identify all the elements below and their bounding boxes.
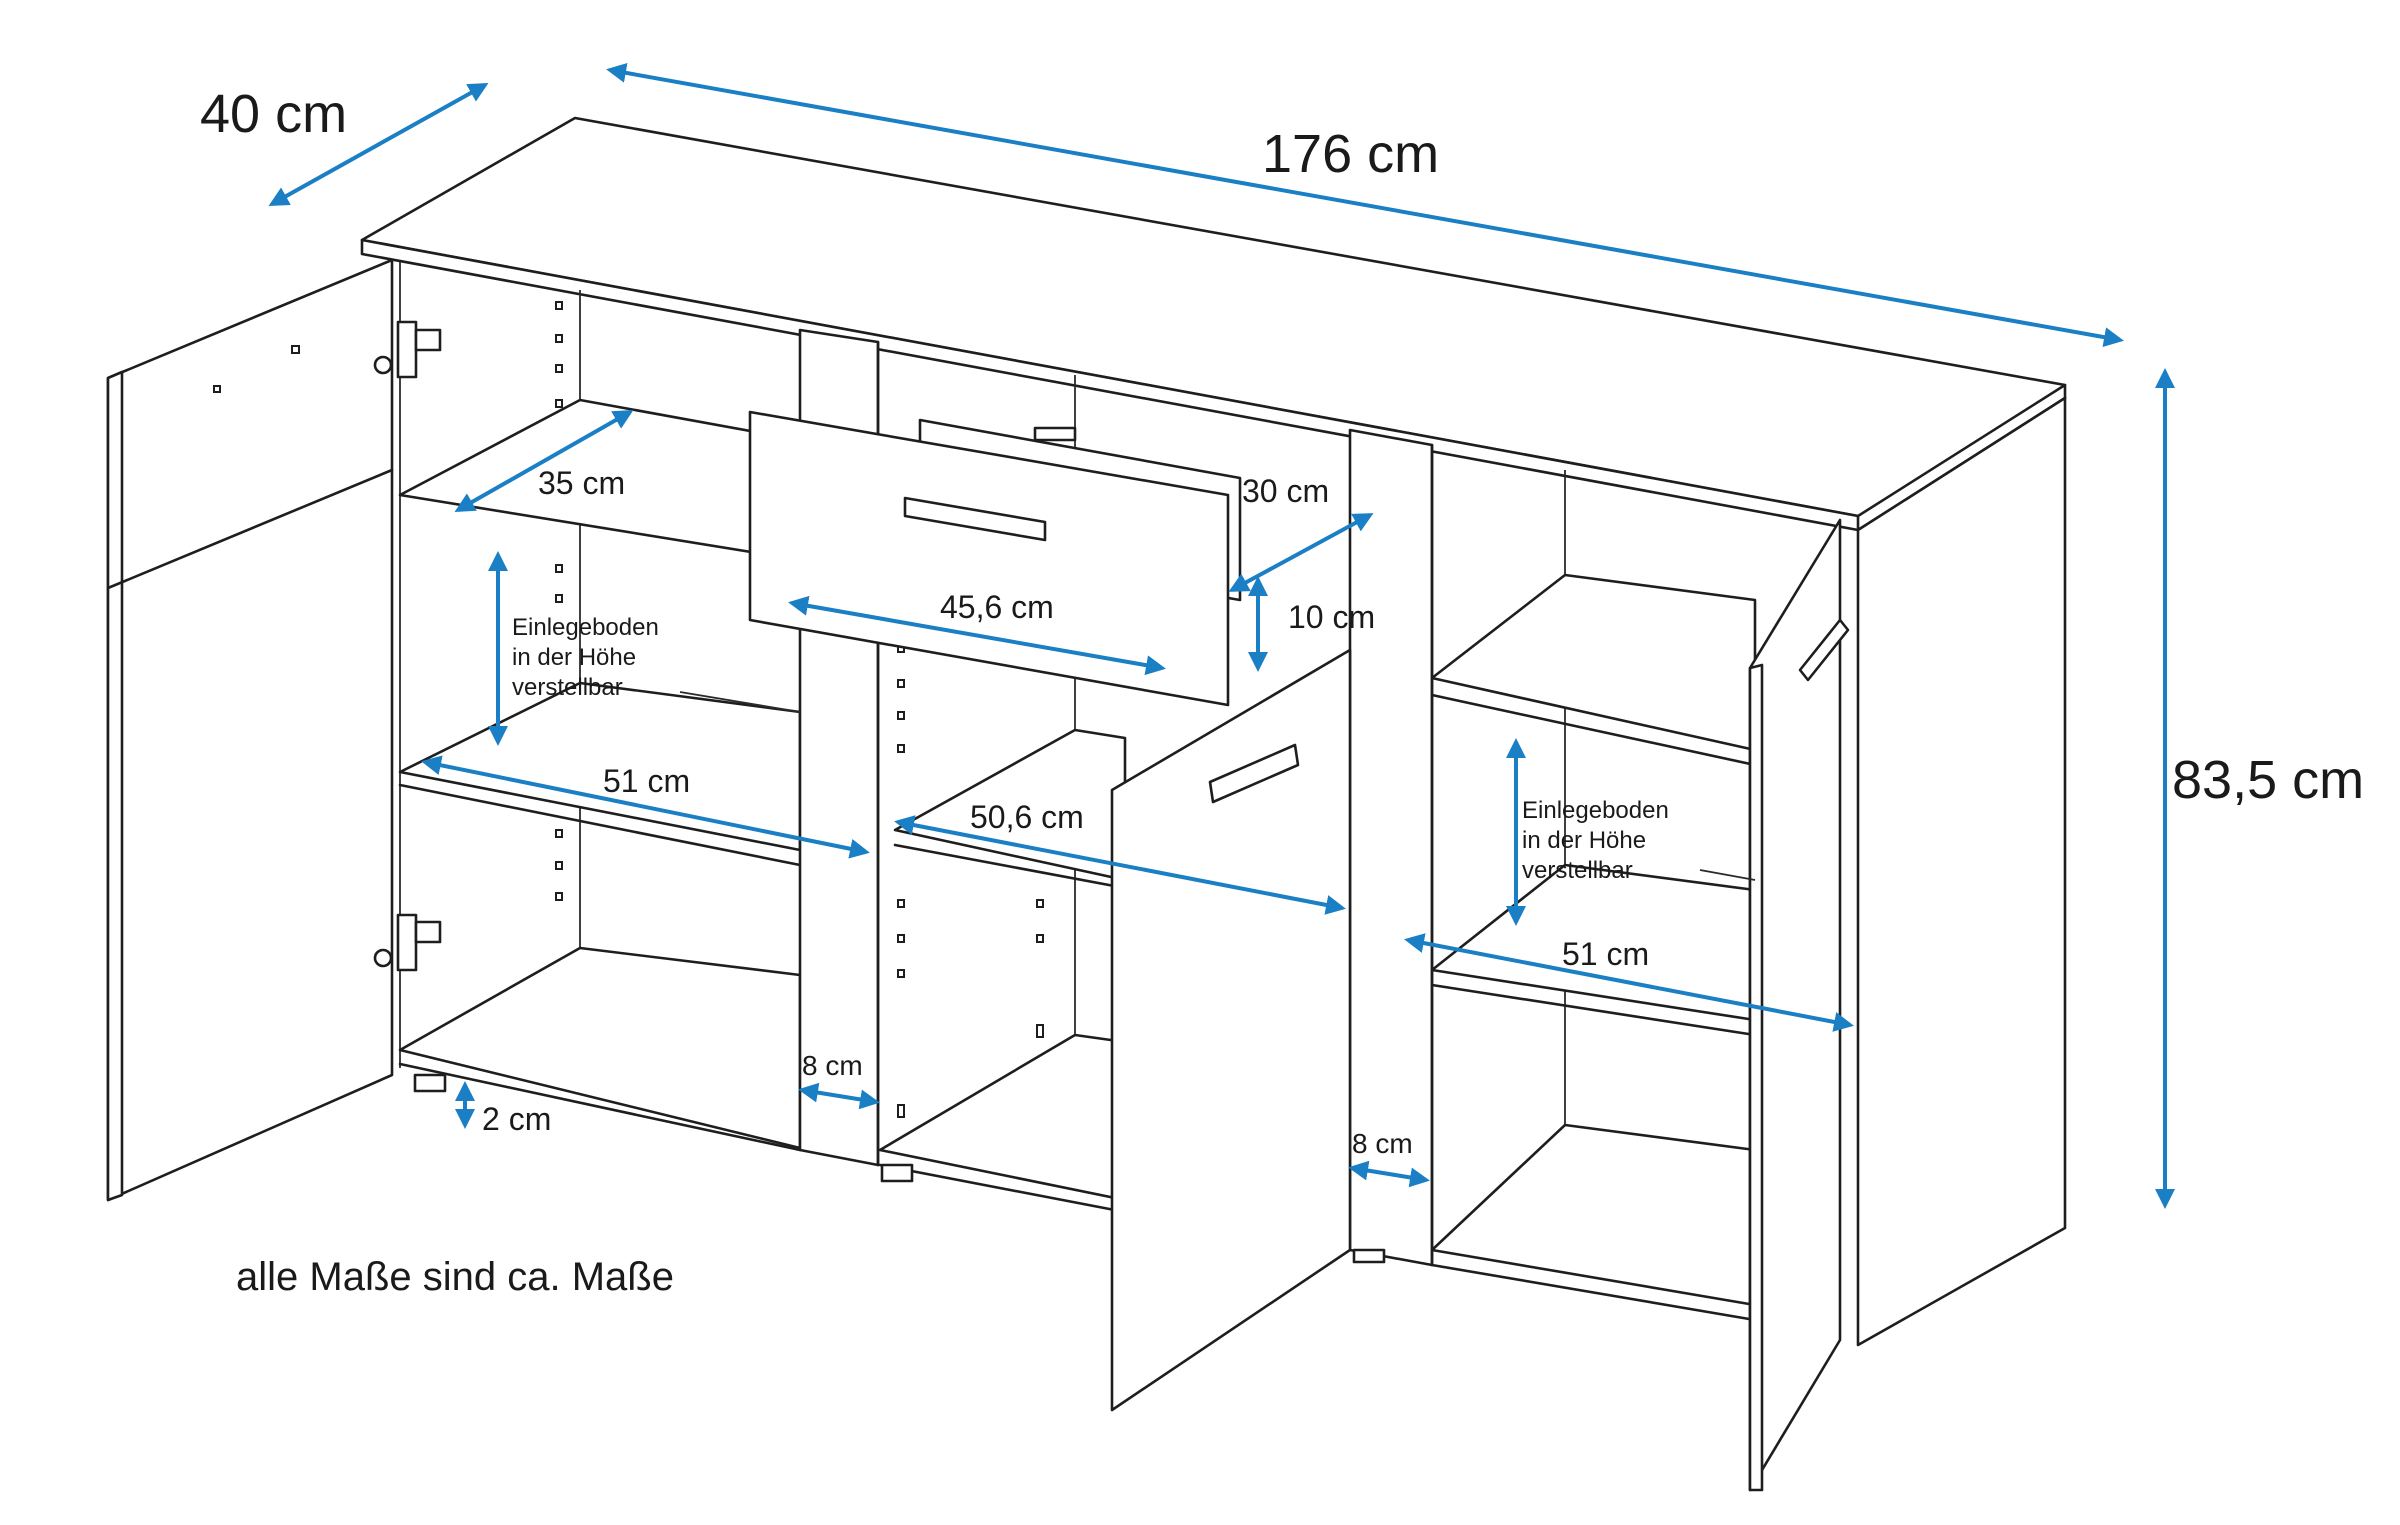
right-bottom-shelf bbox=[1430, 1123, 1757, 1307]
dim-drawer-width-arrow bbox=[788, 595, 1166, 676]
label-disclaimer: alle Maße sind ca. Maße bbox=[236, 1255, 674, 1299]
label-shelf-depth: 35 cm bbox=[538, 465, 625, 501]
dim-middle-inner-width-arrow bbox=[894, 815, 1346, 915]
left-bottom-shelf bbox=[398, 946, 802, 1150]
note-left-line-1: Einlegeboden bbox=[512, 614, 659, 641]
foot-middle bbox=[880, 1163, 914, 1183]
right-upper-shelf bbox=[1430, 573, 1757, 752]
label-left-divider: 8 cm bbox=[802, 1050, 863, 1081]
right-door-edge bbox=[1748, 663, 1764, 1492]
dim-width-arrow bbox=[606, 62, 2124, 348]
note-left-line-2: in der Höhe bbox=[512, 644, 636, 671]
left-door-edge bbox=[106, 370, 124, 1202]
middle-bottom-shelf bbox=[878, 1033, 1127, 1202]
middle-door bbox=[1110, 648, 1352, 1412]
middle-door-handle bbox=[1208, 743, 1300, 804]
label-right-divider: 8 cm bbox=[1352, 1128, 1413, 1159]
label-middle-inner-width: 50,6 cm bbox=[970, 799, 1084, 835]
right-door-handle bbox=[1798, 618, 1850, 682]
dim-depth-arrow bbox=[268, 83, 489, 206]
middle-shelf-holes bbox=[897, 644, 1044, 1118]
dimension-lines bbox=[268, 62, 2175, 1209]
right-side-panel bbox=[1856, 396, 2067, 1347]
label-depth: 40 cm bbox=[200, 84, 347, 144]
right-door bbox=[1748, 518, 1842, 1492]
label-right-inner-width: 51 cm bbox=[1562, 936, 1649, 972]
note-right-line-2: in der Höhe bbox=[1522, 827, 1646, 854]
hinge-upper-left bbox=[373, 320, 442, 379]
hinge-lower-left bbox=[373, 913, 442, 972]
label-drawer-height: 10 cm bbox=[1288, 599, 1375, 635]
dim-left-inner-width-arrow bbox=[421, 755, 870, 859]
left-shelf-holes bbox=[555, 301, 563, 901]
label-drawer-depth: 30 cm bbox=[1242, 473, 1329, 509]
shelf-note-left: Einlegeboden in der Höhe verstellbar bbox=[512, 614, 659, 701]
label-foot-height: 2 cm bbox=[482, 1101, 551, 1137]
left-door bbox=[106, 258, 394, 1202]
dim-right-divider-arrow bbox=[1348, 1160, 1430, 1188]
label-width: 176 cm bbox=[1262, 124, 1439, 184]
label-drawer-width: 45,6 cm bbox=[940, 589, 1054, 625]
label-left-inner-width: 51 cm bbox=[603, 763, 690, 799]
dimension-labels: 40 cm 176 cm 83,5 cm 35 cm 30 cm 45,6 cm… bbox=[200, 84, 2364, 1299]
shelf-note-right: Einlegeboden in der Höhe verstellbar bbox=[1522, 797, 1669, 884]
foot-right bbox=[1352, 1248, 1386, 1264]
note-left-line-3: verstellbar bbox=[512, 674, 623, 701]
note-right-line-3: verstellbar bbox=[1522, 857, 1633, 884]
foot-left bbox=[413, 1073, 447, 1093]
dim-left-divider-arrow bbox=[798, 1082, 880, 1110]
dim-right-inner-width-arrow bbox=[1404, 933, 1854, 1032]
label-height: 83,5 cm bbox=[2172, 750, 2364, 810]
note-right-line-1: Einlegeboden bbox=[1522, 797, 1669, 824]
dim-shelf-depth-arrow bbox=[454, 410, 634, 512]
drawer-handle bbox=[903, 496, 1047, 542]
